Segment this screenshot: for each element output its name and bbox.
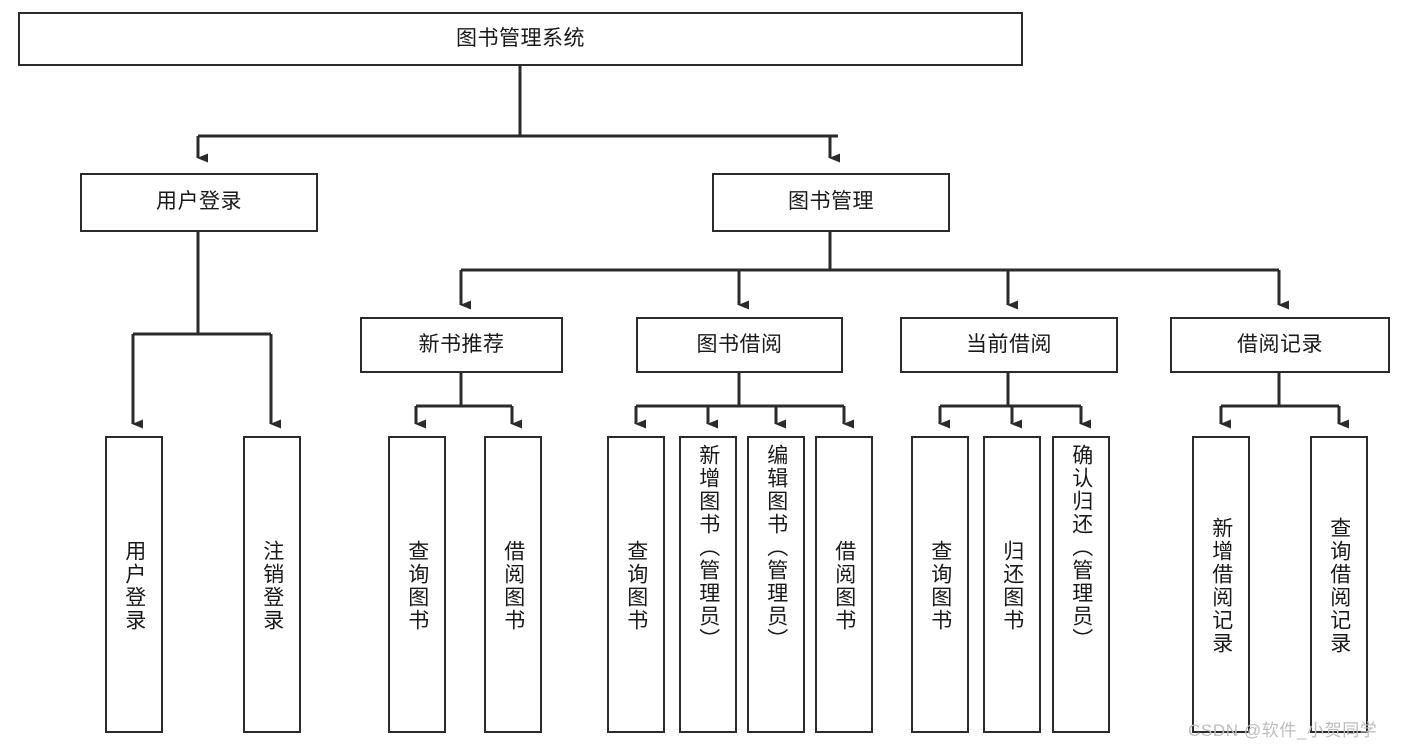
node-label: 图书借阅 <box>696 332 783 356</box>
node-label: 查询图书 <box>928 539 952 632</box>
node-label: 借阅图书 <box>501 539 525 632</box>
node-label: 用户登录 <box>122 539 146 632</box>
leaf-query-book-rec[interactable]: 查询图书 <box>388 436 446 733</box>
node-root-system[interactable]: 图书管理系统 <box>18 12 1023 66</box>
node-label: 新增图书（管理员） <box>696 444 720 651</box>
node-label: 确认归还（管理员） <box>1069 444 1093 651</box>
node-label: 注销登录 <box>260 539 284 632</box>
node-label: 查询借阅记录 <box>1327 516 1351 655</box>
node-label: 新增借阅记录 <box>1209 516 1233 655</box>
node-label: 图书管理系统 <box>456 26 585 50</box>
node-label: 借阅图书 <box>832 539 856 632</box>
leaf-logout[interactable]: 注销登录 <box>243 436 301 733</box>
node-label: 借阅记录 <box>1237 332 1323 356</box>
leaf-borrow-book[interactable]: 借阅图书 <box>815 436 873 733</box>
leaf-query-book-borrow[interactable]: 查询图书 <box>607 436 665 733</box>
leaf-query-borrow-record[interactable]: 查询借阅记录 <box>1310 436 1368 733</box>
node-label: 用户登录 <box>156 190 242 214</box>
watermark-text: CSDN @软件_小贺同学 <box>1188 721 1378 740</box>
node-label: 当前借阅 <box>966 332 1052 356</box>
node-book-management[interactable]: 图书管理 <box>712 173 950 232</box>
leaf-confirm-return-admin[interactable]: 确认归还（管理员） <box>1052 436 1110 733</box>
node-book-borrow[interactable]: 图书借阅 <box>636 317 843 373</box>
node-user-login[interactable]: 用户登录 <box>80 173 318 232</box>
node-current-borrow[interactable]: 当前借阅 <box>900 317 1118 373</box>
leaf-borrow-book-rec[interactable]: 借阅图书 <box>484 436 542 733</box>
node-borrow-record[interactable]: 借阅记录 <box>1170 317 1390 373</box>
node-label: 新书推荐 <box>418 332 505 356</box>
node-label: 归还图书 <box>1000 539 1024 632</box>
node-label: 编辑图书（管理员） <box>764 444 788 651</box>
leaf-user-login[interactable]: 用户登录 <box>105 436 163 733</box>
leaf-add-borrow-record[interactable]: 新增借阅记录 <box>1192 436 1250 733</box>
leaf-edit-book-admin[interactable]: 编辑图书（管理员） <box>747 436 805 733</box>
leaf-return-book[interactable]: 归还图书 <box>983 436 1041 733</box>
node-label: 查询图书 <box>405 539 429 632</box>
leaf-add-book-admin[interactable]: 新增图书（管理员） <box>679 436 737 733</box>
node-label: 图书管理 <box>788 190 874 214</box>
leaf-query-book-current[interactable]: 查询图书 <box>911 436 969 733</box>
node-new-book-recommend[interactable]: 新书推荐 <box>360 317 563 373</box>
node-label: 查询图书 <box>624 539 648 632</box>
